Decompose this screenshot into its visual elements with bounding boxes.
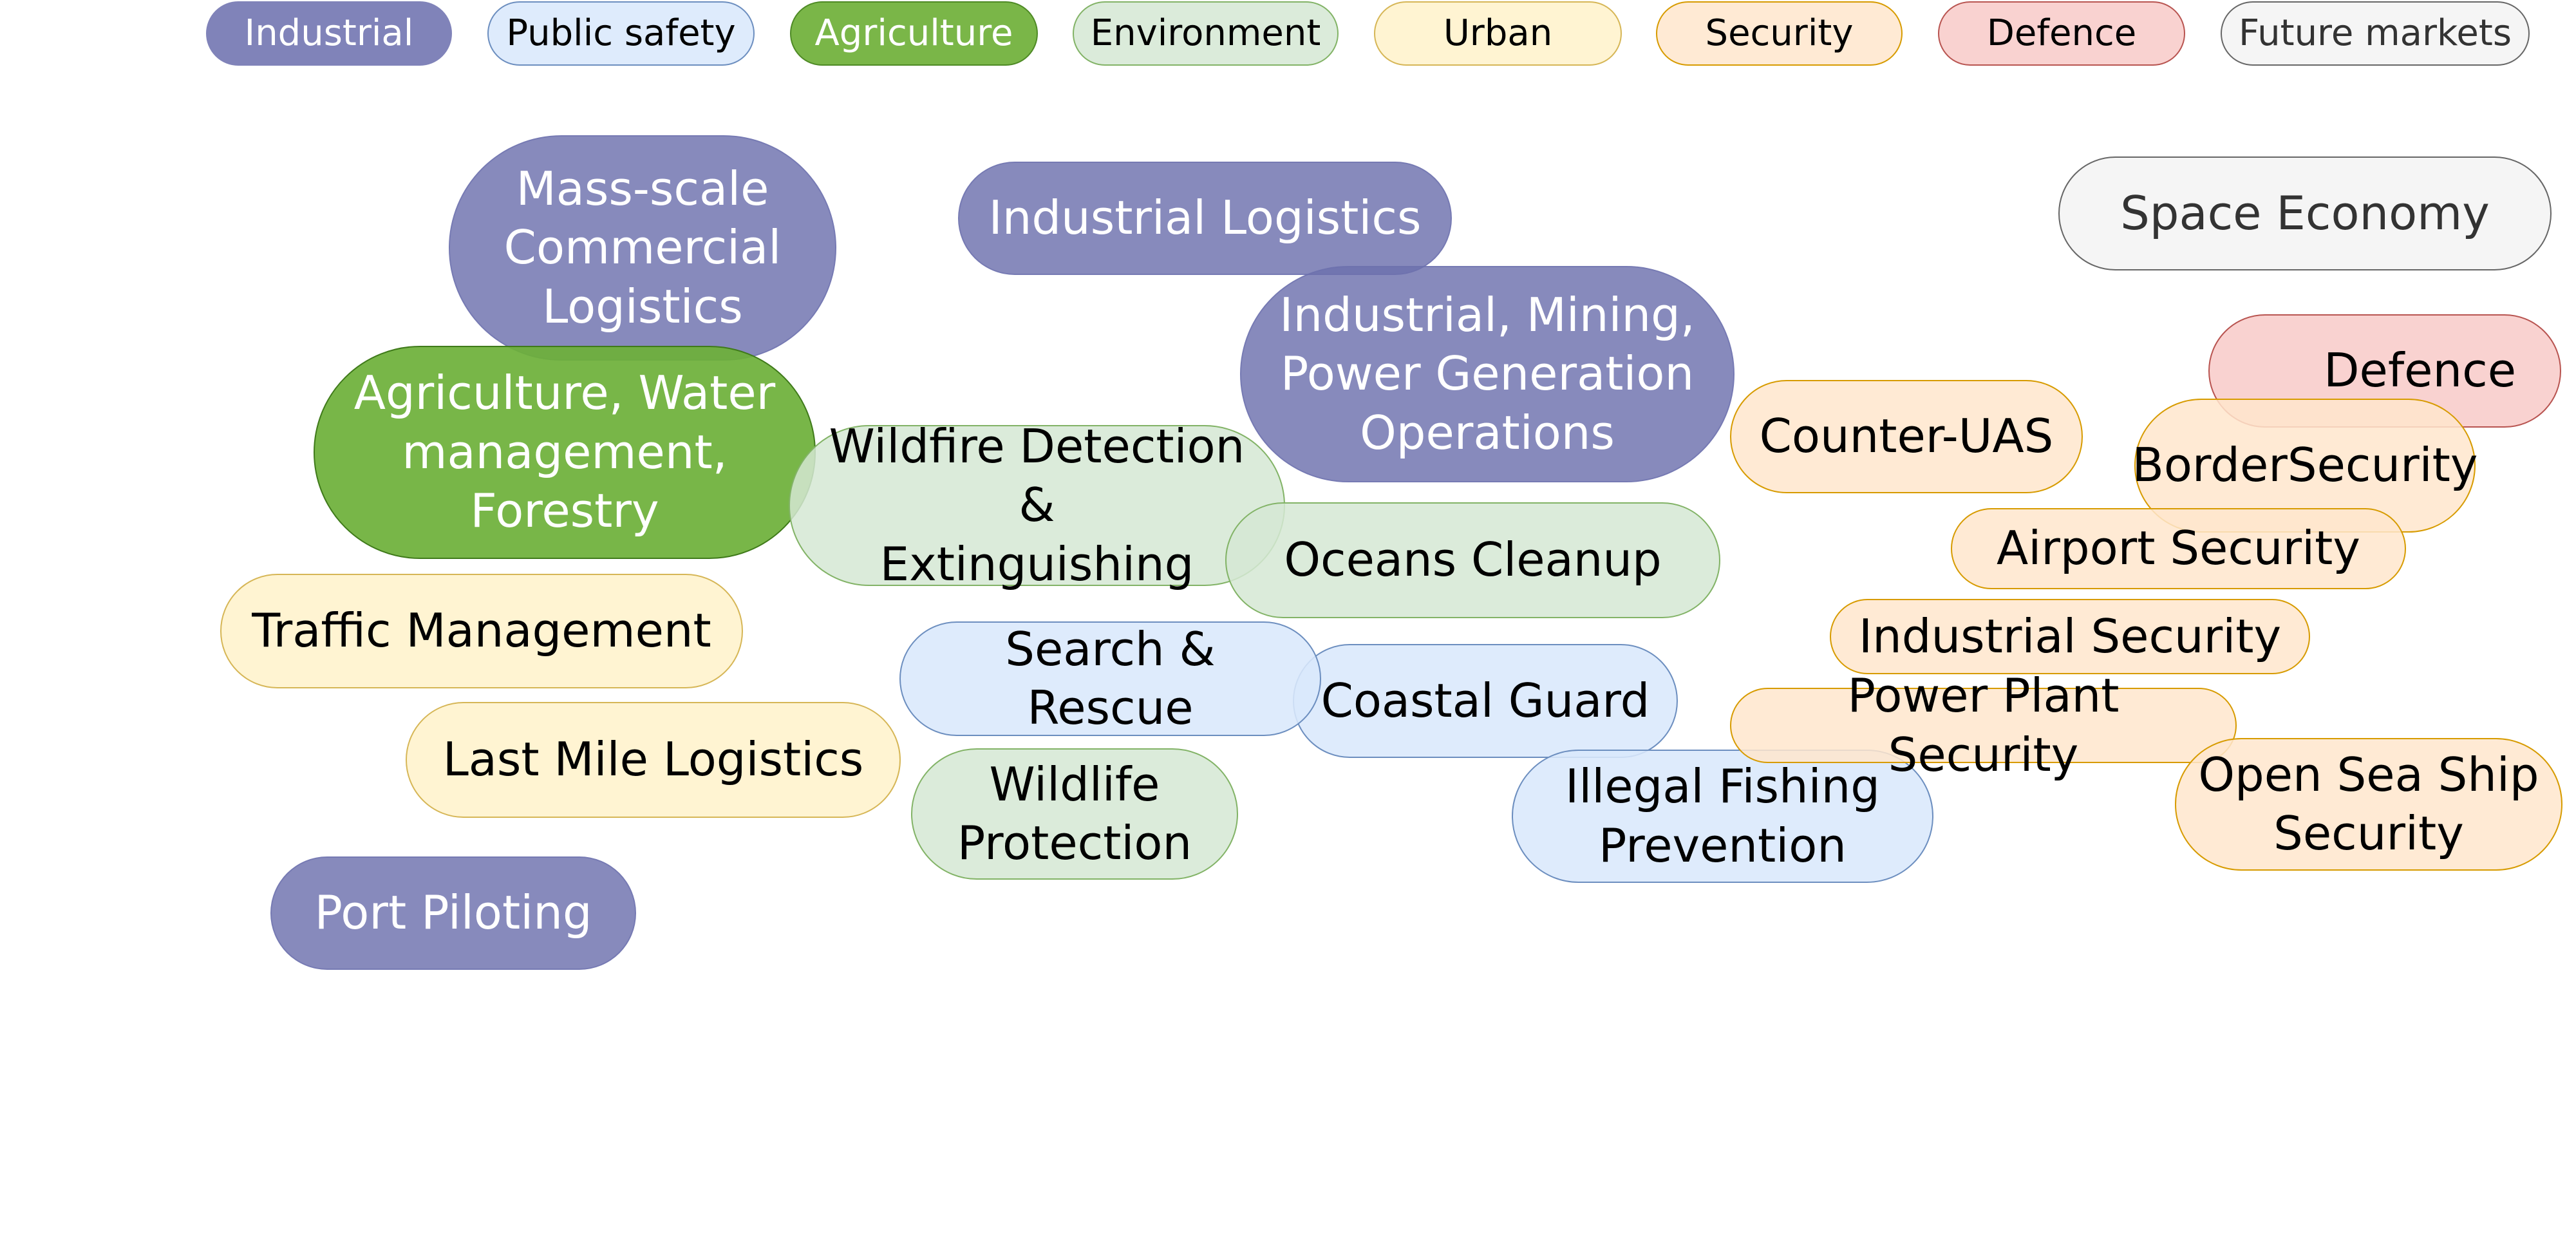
- bubble-label: Power Plant Security: [1847, 668, 2120, 782]
- legend-future-markets-label: Future markets: [2238, 12, 2512, 55]
- bubble-oceans-cleanup: Oceans Cleanup: [1225, 502, 1720, 618]
- bubble-label: Oceans Cleanup: [1284, 533, 1662, 587]
- legend-environment-label: Environment: [1090, 12, 1321, 55]
- legend-agriculture: Agriculture: [790, 1, 1038, 66]
- bubble-label-line: Wildfire Detection &: [829, 419, 1245, 533]
- bubble-airport-security: Airport Security: [1951, 508, 2406, 589]
- bubble-label-line: Power Generation: [1280, 346, 1695, 401]
- legend-urban: Urban: [1374, 1, 1622, 66]
- bubble-label-line: Wildlife: [989, 757, 1160, 811]
- bubble-label-line: Illegal Fishing: [1565, 759, 1880, 814]
- bubble-label-line: Mass-scale: [516, 161, 769, 216]
- bubble-label: Port Piloting: [314, 885, 592, 940]
- bubble-label: Counter-UAS: [1759, 409, 2054, 464]
- bubble-coastal-guard: Coastal Guard: [1293, 644, 1678, 758]
- legend-environment: Environment: [1073, 1, 1339, 66]
- legend-industrial: Industrial: [206, 1, 452, 66]
- legend-future-markets: Future markets: [2221, 1, 2530, 66]
- bubble-label-line: Commercial: [503, 220, 782, 275]
- bubble-space-economy: Space Economy: [2058, 156, 2552, 270]
- bubble-counter-uas: Counter-UAS: [1730, 380, 2083, 493]
- legend-defence: Defence: [1938, 1, 2185, 66]
- bubble-power-plant-security: Power Plant Security: [1730, 668, 2237, 782]
- bubble-label: Defence: [2324, 343, 2516, 398]
- bubble-wildfire-detection: Wildfire Detection &Extinguishing: [789, 419, 1285, 591]
- bubble-label: Industrial Security: [1858, 609, 2282, 663]
- legend-security: Security: [1656, 1, 1903, 66]
- bubble-traffic-management: Traffic Management: [220, 574, 743, 688]
- bubble-label-line: Security: [2273, 806, 2464, 860]
- bubble-label-line: Open Sea Ship: [2198, 747, 2539, 802]
- legend-agriculture-label: Agriculture: [814, 12, 1013, 55]
- bubble-label-line: Forestry: [470, 484, 659, 538]
- bubble-search-rescue: Search & Rescue: [899, 621, 1321, 736]
- legend-public-safety-label: Public safety: [506, 12, 736, 55]
- bubble-label-line: Operations: [1360, 405, 1615, 460]
- bubble-label-line: Agriculture, Water: [353, 366, 776, 421]
- bubble-label: Search & Rescue: [1005, 621, 1216, 735]
- bubble-label: Space Economy: [2120, 185, 2490, 240]
- bubble-label-line: Prevention: [1599, 818, 1847, 873]
- bubble-label-line: management,: [402, 424, 728, 479]
- bubble-label-line: Extinguishing: [879, 536, 1194, 591]
- legend-defence-label: Defence: [1986, 12, 2137, 55]
- bubble-label: Last Mile Logistics: [442, 732, 864, 787]
- bubble-label-line: Security: [2287, 438, 2478, 493]
- bubble-label-line: Protection: [957, 816, 1192, 870]
- bubble-label: Traffic Management: [252, 603, 711, 658]
- bubble-last-mile-logistics: Last Mile Logistics: [406, 702, 901, 818]
- bubble-label: Coastal Guard: [1321, 673, 1650, 728]
- legend-urban-label: Urban: [1443, 12, 1553, 55]
- bubble-label-line: Border: [2132, 438, 2288, 493]
- legend-industrial-label: Industrial: [244, 12, 414, 55]
- bubble-label: Industrial Logistics: [988, 191, 1422, 245]
- bubble-industrial-logistics: Industrial Logistics: [958, 162, 1452, 275]
- bubble-label: Airport Security: [1997, 521, 2360, 576]
- legend-security-label: Security: [1705, 12, 1854, 55]
- bubble-label-line: Industrial, Mining,: [1279, 287, 1695, 342]
- bubble-industrial-security: Industrial Security: [1830, 599, 2310, 674]
- bubble-port-piloting: Port Piloting: [270, 856, 636, 970]
- legend-public-safety: Public safety: [487, 1, 755, 66]
- bubble-label-line: Logistics: [542, 279, 743, 334]
